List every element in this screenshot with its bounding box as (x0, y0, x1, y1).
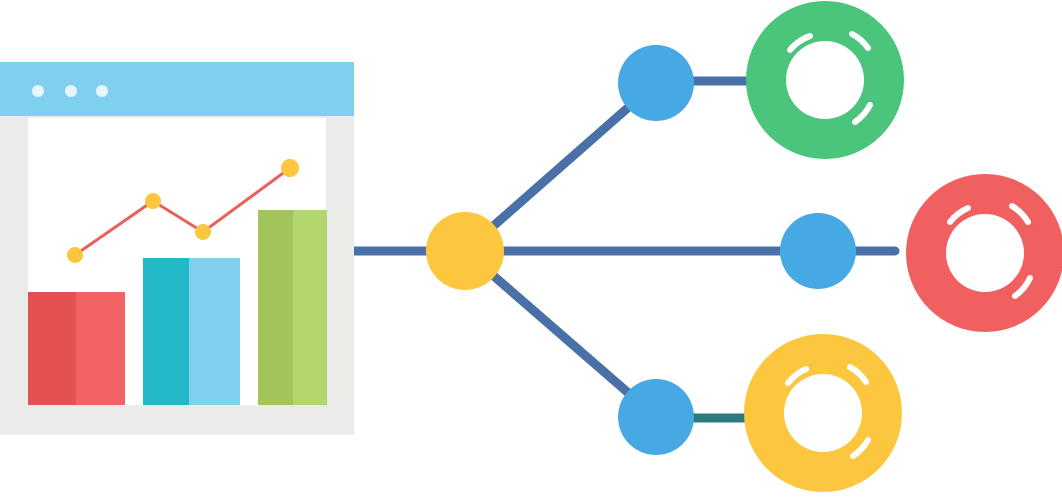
ring-yellow (744, 334, 902, 492)
bar-red (76, 292, 125, 405)
ring-green (746, 1, 904, 159)
window-dot-icon (65, 85, 77, 97)
window-titlebar (0, 62, 354, 116)
ring-red (906, 174, 1062, 332)
window-dot-icon (96, 85, 108, 97)
connectors (337, 76, 900, 423)
bar-green-shade (258, 210, 293, 405)
hub-to-bottom-connector (460, 246, 661, 422)
bar-lightblue (189, 258, 240, 405)
bar-red-shade (28, 292, 76, 405)
chart-window (0, 62, 354, 435)
hub-to-top-connector (460, 78, 661, 256)
trend-point (195, 224, 211, 240)
branch-node-bottom (618, 379, 694, 455)
trend-point (145, 193, 161, 209)
hub-node (426, 212, 504, 290)
window-dot-icon (32, 85, 44, 97)
bar-green (293, 210, 327, 405)
trend-point (67, 247, 83, 263)
trend-point (281, 159, 299, 177)
trend-line (74, 166, 291, 257)
bar-teal (143, 258, 189, 405)
branch-node-middle (780, 213, 856, 289)
branch-node-top (618, 45, 694, 121)
